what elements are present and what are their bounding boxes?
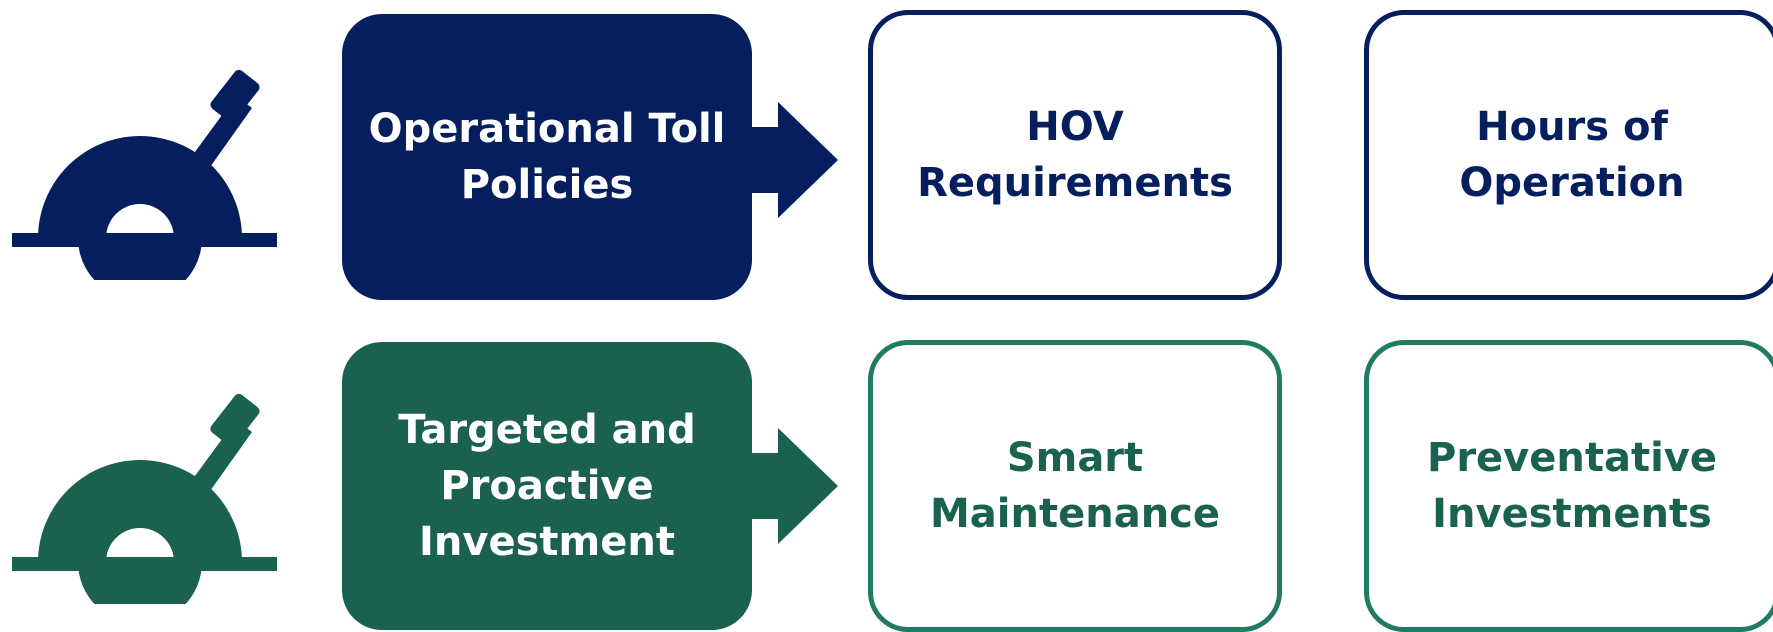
heading-line: Targeted and bbox=[398, 407, 696, 453]
option-box: Preventative Investments bbox=[1364, 340, 1773, 632]
heading-line: Proactive bbox=[440, 463, 654, 509]
lever-heading: Operational Toll Policies bbox=[342, 14, 752, 300]
option-line: Maintenance bbox=[929, 491, 1221, 537]
option-line: Requirements bbox=[917, 160, 1233, 206]
heading-line: Investment bbox=[419, 519, 675, 565]
heading-line: Policies bbox=[460, 162, 634, 208]
option-line: Preventative bbox=[1427, 435, 1717, 481]
arrow-right-icon bbox=[750, 428, 838, 544]
lever-icon bbox=[12, 393, 277, 604]
lever-icon bbox=[12, 69, 277, 280]
option-line: Investments bbox=[1432, 491, 1712, 537]
option-line: HOV bbox=[1026, 104, 1124, 150]
option-line: Operation bbox=[1459, 160, 1685, 206]
option-box: Smart Maintenance bbox=[868, 340, 1282, 632]
option-line: Smart bbox=[1006, 435, 1144, 481]
option-line: Hours of bbox=[1476, 104, 1668, 150]
arrow-right-icon bbox=[750, 102, 838, 218]
policy-row-operational: Operational Toll Policies HOV Requiremen… bbox=[0, 0, 1773, 300]
option-box: Hours of Operation bbox=[1364, 10, 1773, 300]
policy-row-investment: Targeted and Proactive Investment Smart … bbox=[0, 328, 1773, 632]
heading-line: Operational Toll bbox=[368, 106, 726, 152]
lever-heading: Targeted and Proactive Investment bbox=[342, 342, 752, 630]
option-box: HOV Requirements bbox=[868, 10, 1282, 300]
